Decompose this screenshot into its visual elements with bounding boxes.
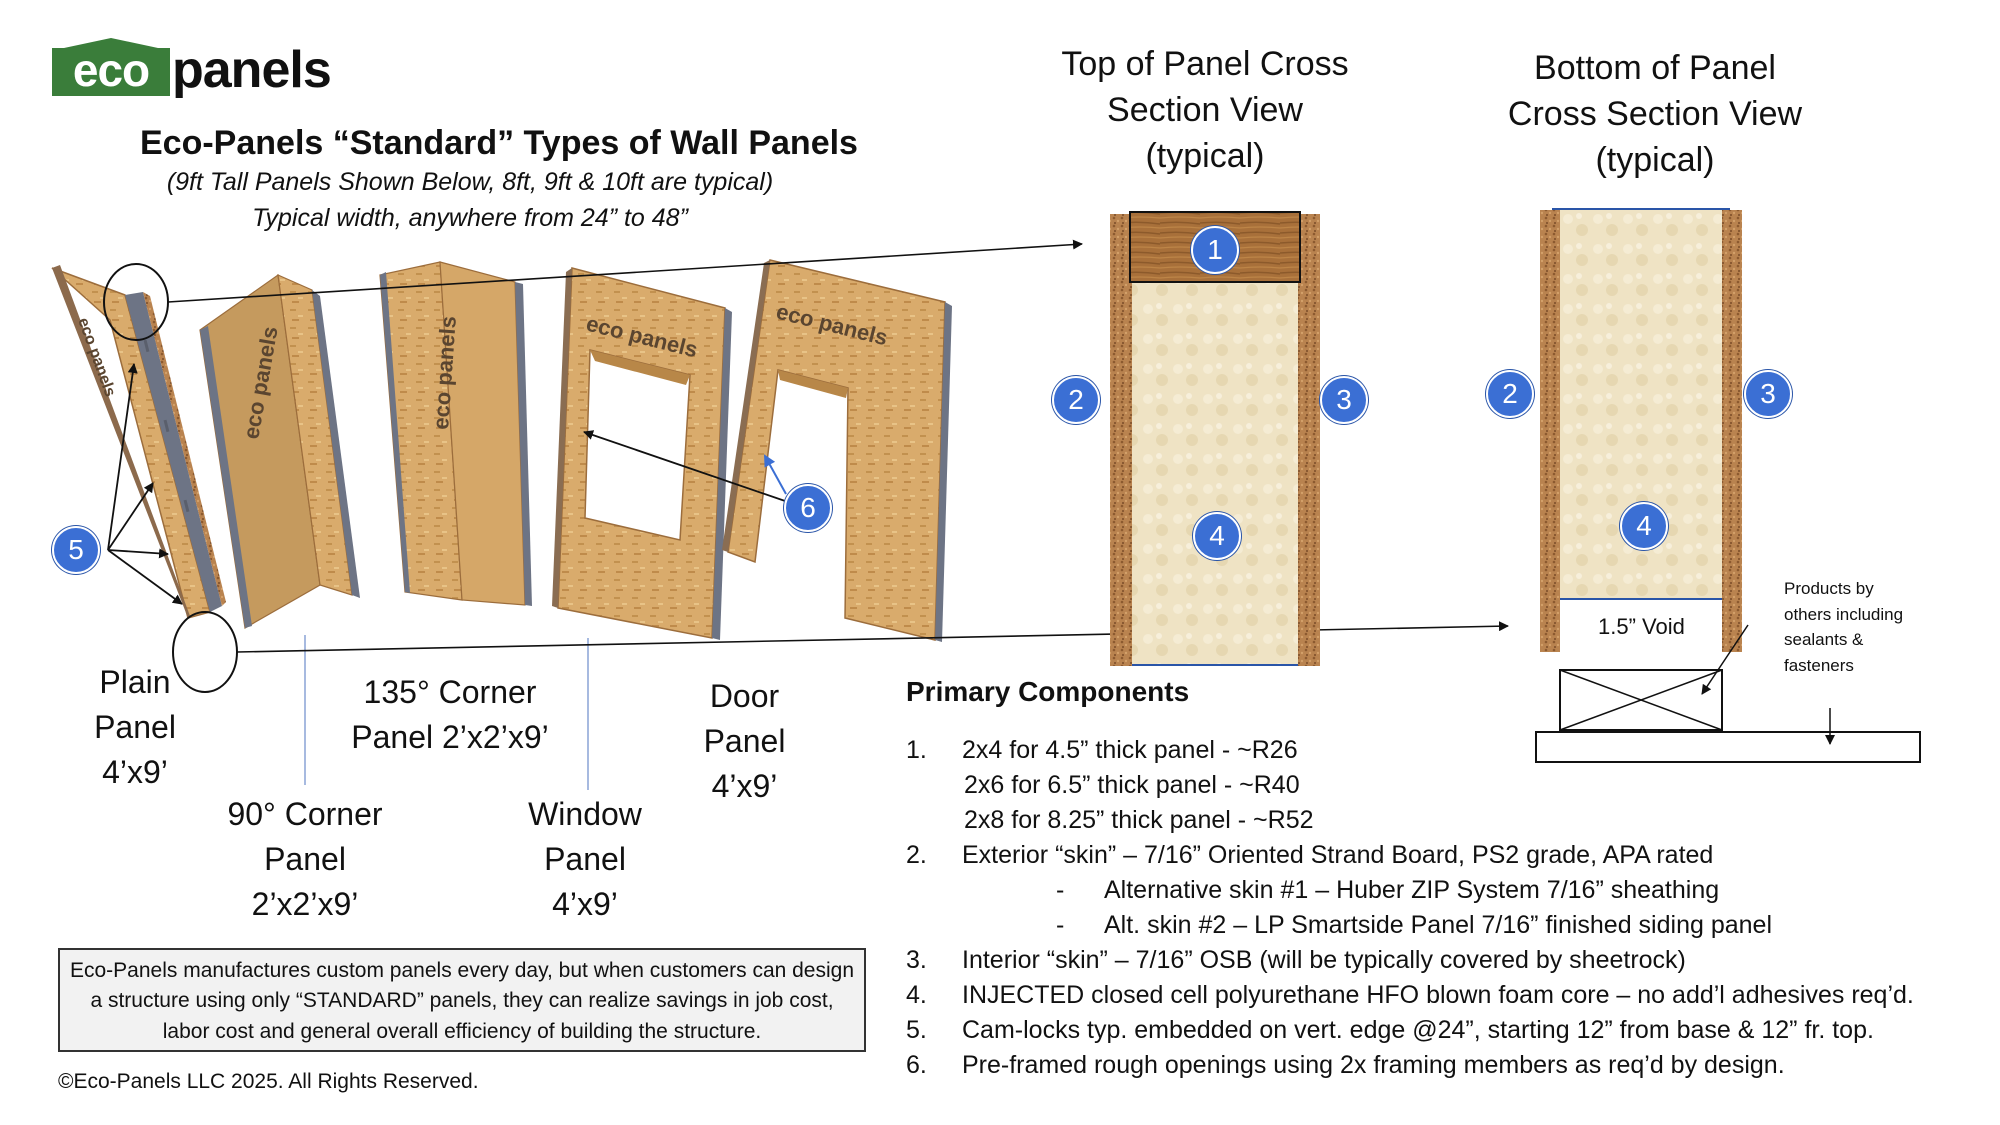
component-subitem-text: Alternative skin #1 – Huber ZIP System 7… [1104,876,1720,904]
component-subitem: - [1056,911,1065,939]
standard-panels-note: Eco-Panels manufactures custom panels ev… [58,948,866,1052]
void-label: 1.5” Void [1598,614,1685,639]
logo-eco-block [52,38,170,96]
logo-panels-text: panels [172,41,332,99]
top-section-title: Top of Panel Cross Section View (typical… [1061,45,1349,175]
primary-components-heading: Primary Components [906,676,1190,707]
page-title: Eco-Panels “Standard” Types of Wall Pane… [140,124,858,162]
page-subtitle-heights: (9ft Tall Panels Shown Below, 8ft, 9ft &… [166,168,774,196]
badge-2-top: 2 [1052,376,1100,424]
component-subitem-text: Alt. skin #2 – LP Smartside Panel 7/16” … [1104,911,1772,939]
copyright: ©Eco-Panels LLC 2025. All Rights Reserve… [58,1070,479,1093]
badge-5: 5 [52,526,100,574]
page-subtitle-widths: Typical width, anywhere from 24” to 48” [252,204,688,232]
badge-3-bottom: 3 [1744,370,1792,418]
badge-1-top: 1 [1191,226,1239,274]
products-note: Products by others including sealants & … [1784,579,1904,675]
badge-4-bottom: 4 [1620,502,1668,550]
badge-6: 6 [784,484,832,532]
corner-90-panel-illustration: eco panels [199,273,360,629]
window-panel-illustration: eco panels [552,267,732,640]
badge-4-top: 4 [1193,512,1241,560]
label-corner-135-panel: 135° Corner Panel 2’x2’x9’ [351,674,549,755]
corner-135-panel-illustration: eco panels [379,261,532,606]
label-window-panel: Window Panel 4’x9’ [528,796,642,922]
bottom-cross-section [1535,208,1921,763]
plain-panel-illustration: eco panels [51,265,226,619]
label-plain-panel: Plain Panel 4’x9’ [94,664,176,790]
top-cross-section [1110,211,1320,666]
bottom-section-title: Bottom of Panel Cross Section View (typi… [1507,49,1803,179]
door-panel-illustration: eco panels [722,259,952,642]
label-corner-90-panel: 90° Corner Panel 2’x2’x9’ [227,796,383,922]
component-subitem: - [1056,876,1065,904]
badge-2-bottom: 2 [1486,370,1534,418]
badge-3-top: 3 [1320,376,1368,424]
label-door-panel: Door Panel 4’x9’ [703,678,786,804]
logo-eco-text: eco [72,44,150,96]
